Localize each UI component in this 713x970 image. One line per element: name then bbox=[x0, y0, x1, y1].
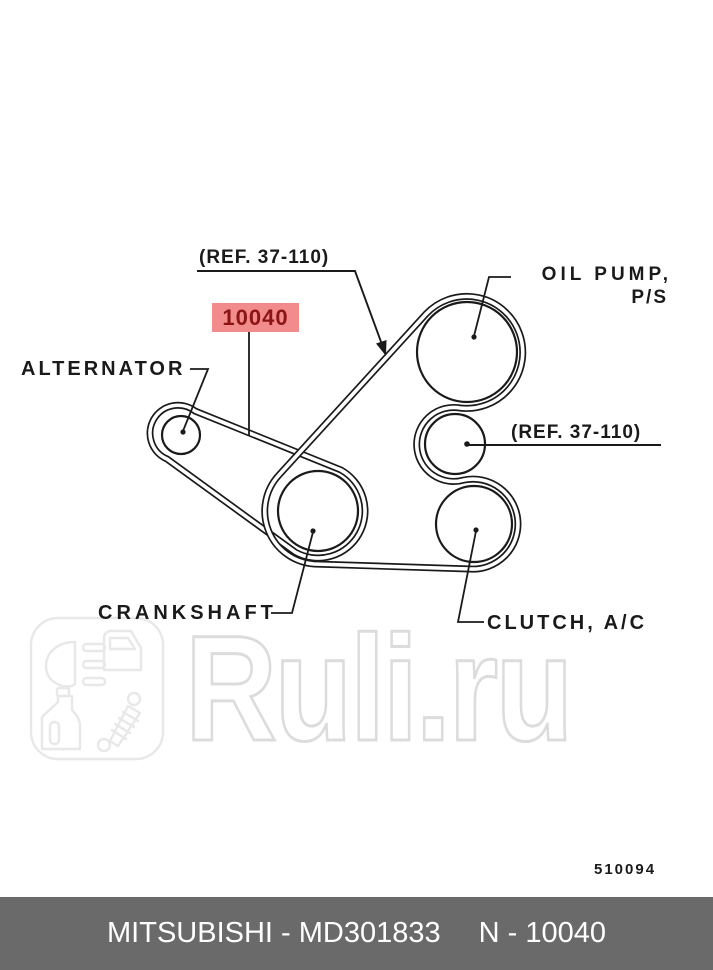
label-oil-pump-line2: P/S bbox=[631, 287, 668, 308]
leader-oil-pump bbox=[471, 276, 511, 340]
footer-brand-part: MITSUBISHI - MD301833 bbox=[107, 917, 441, 949]
leader-ref-right bbox=[464, 441, 661, 447]
drawing-number: 510094 bbox=[594, 861, 657, 878]
leader-crankshaft bbox=[271, 528, 316, 614]
leader-clutch bbox=[456, 527, 484, 623]
tensioner-pulley bbox=[423, 412, 487, 476]
leader-alternator bbox=[180, 368, 210, 435]
arrowhead-icon bbox=[376, 340, 387, 356]
footer-catalog-number: N - 10040 bbox=[478, 917, 606, 949]
clutch-ac-pulley bbox=[434, 484, 514, 564]
label-ref-top: (REF. 37-110) bbox=[199, 247, 330, 268]
serpentine-belt bbox=[261, 292, 527, 573]
alternator-belt bbox=[146, 401, 369, 562]
leader-ref-top bbox=[197, 270, 387, 356]
label-clutch-ac: CLUTCH, A/C bbox=[487, 612, 648, 634]
label-ref-right: (REF. 37-110) bbox=[511, 422, 642, 443]
oil-pump-pulley bbox=[415, 300, 519, 404]
alternator-pulley bbox=[160, 414, 202, 456]
label-oil-pump-line1: OIL PUMP, bbox=[541, 264, 672, 285]
label-oil-pump: OIL PUMP, P/S bbox=[510, 264, 672, 309]
crankshaft-pulley bbox=[276, 469, 360, 553]
label-alternator: ALTERNATOR bbox=[21, 358, 186, 380]
footer-bar: MITSUBISHI - MD301833 N - 10040 bbox=[0, 897, 713, 970]
label-crankshaft: CRANKSHAFT bbox=[98, 602, 277, 624]
part-number-highlight: 10040 bbox=[212, 303, 299, 332]
